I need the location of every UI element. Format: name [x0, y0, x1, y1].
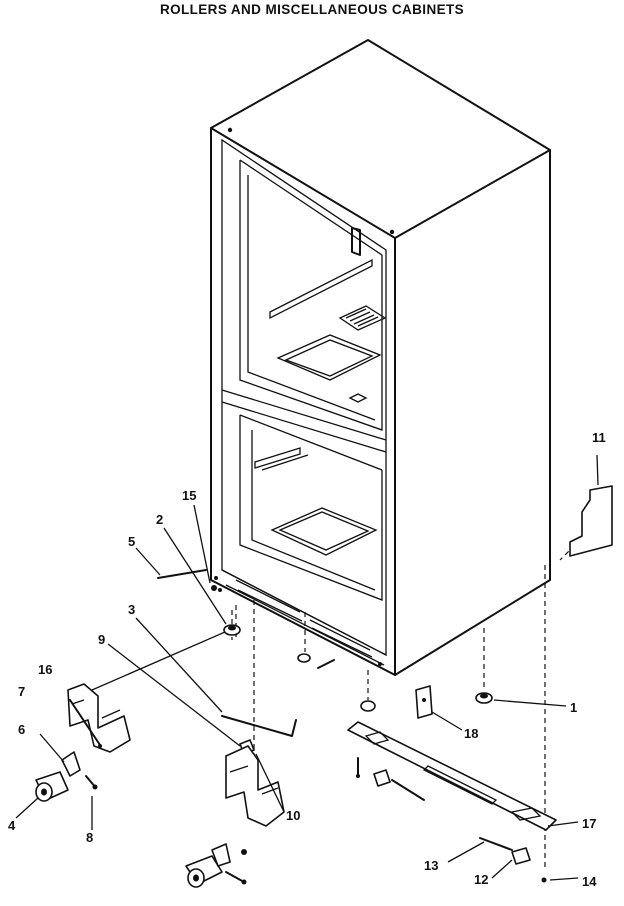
side-trim-part — [569, 485, 613, 557]
roller-part — [35, 771, 69, 802]
callout-15: 15 — [182, 488, 196, 503]
callout-2: 2 — [156, 512, 163, 527]
rear-roller-bracket-part — [225, 745, 285, 827]
base-plate-part — [347, 721, 557, 831]
pin-part — [157, 569, 207, 579]
callout-11: 11 — [592, 430, 606, 445]
roller-bracket-part — [67, 683, 131, 753]
callout-7: 7 — [18, 684, 25, 699]
plate-bushing-part — [511, 847, 531, 865]
hinge-plate-part — [415, 685, 433, 719]
callout-4: 4 — [8, 818, 16, 833]
diagram-title: ROLLERS AND MISCELLANEOUS CABINETS — [159, 2, 465, 17]
assembly-guide-lines — [231, 544, 576, 870]
callout-12: 12 — [474, 872, 488, 887]
callout-17: 17 — [582, 816, 596, 831]
leveling-leg-front-part — [223, 624, 241, 636]
callout-3: 3 — [128, 602, 135, 617]
rear-roller-assembly-part — [185, 843, 247, 888]
callout-6: 6 — [18, 722, 25, 737]
plate-screw-part — [541, 877, 547, 883]
leveling-leg-part — [475, 692, 493, 704]
callout-16: 16 — [38, 662, 52, 677]
plate-rod-part — [479, 837, 513, 851]
refrigerator-cabinet — [210, 39, 551, 676]
center-leg-part — [297, 653, 311, 663]
right-leg-part — [360, 700, 376, 712]
callout-13: 13 — [424, 858, 438, 873]
rod-part — [221, 715, 297, 737]
callout-5: 5 — [128, 534, 135, 549]
roller-clip-part — [61, 751, 81, 777]
callout-18: 18 — [464, 726, 478, 741]
callout-14: 14 — [582, 874, 597, 889]
callout-8: 8 — [86, 830, 93, 845]
callout-10: 10 — [286, 808, 300, 823]
screw-part — [211, 585, 217, 591]
callout-1: 1 — [570, 700, 577, 715]
callout-9: 9 — [98, 632, 105, 647]
